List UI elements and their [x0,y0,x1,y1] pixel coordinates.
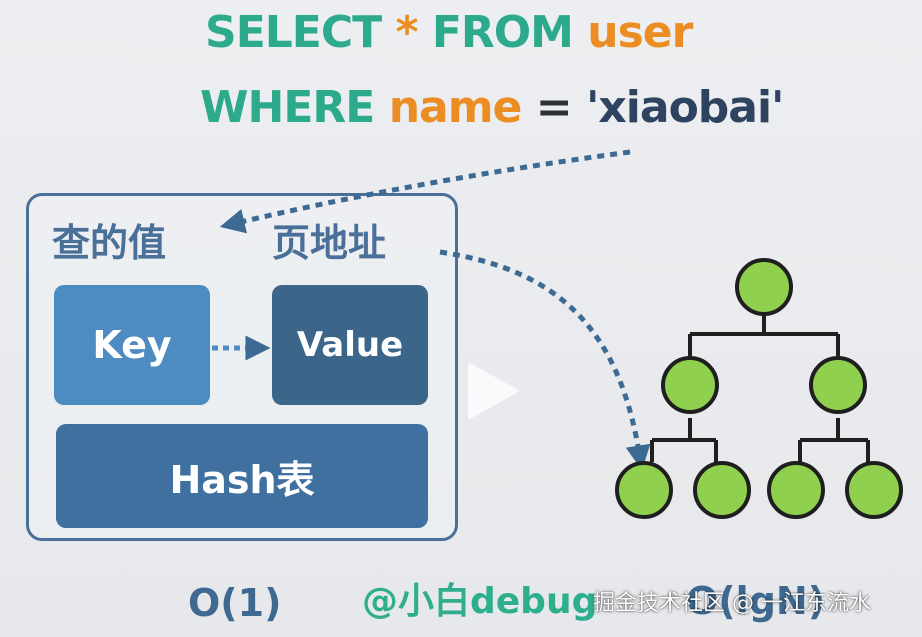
sql-equals: = [535,82,573,133]
label-page-address: 页地址 [272,221,387,265]
sql-line-1: SELECT * FROM user [205,11,693,55]
key-box: Key [54,285,210,405]
tree-icon [650,314,870,462]
source-credit: 掘金技术社区 @ 一江东流水 [593,591,871,616]
tree-nodes [615,258,903,519]
tree-right-node [809,356,867,414]
tree-leaf-node-4 [845,461,903,519]
sql-star: * [395,7,418,58]
label-query-value: 查的值 [52,221,167,265]
tree-leaf-node-1 [615,461,673,519]
tree-root-node [735,258,793,316]
sql-value: 'xiaobai' [585,82,785,133]
tree-left-node [661,356,719,414]
tree-leaf-node-2 [693,461,751,519]
sql-column-name: name [388,82,523,133]
arrow-sql-to-lookup [219,149,631,234]
play-icon[interactable] [468,362,520,420]
sql-where-keyword: WHERE [200,82,375,133]
tree-leaf-node-3 [767,461,825,519]
author-watermark: @小白debug [362,581,598,622]
sql-select-keyword: SELECT [205,7,382,58]
sql-table-name: user [587,7,693,58]
tree-complexity-label: O(lgN) [686,579,826,623]
value-box: Value [272,285,428,405]
sql-from-keyword: FROM [431,7,574,58]
sql-line-2: WHERE name = 'xiaobai' [200,86,785,130]
hash-complexity-label: O(1) [188,581,282,625]
hash-table-box: Hash表 [56,424,428,528]
arrow-page-to-tree [439,249,651,471]
